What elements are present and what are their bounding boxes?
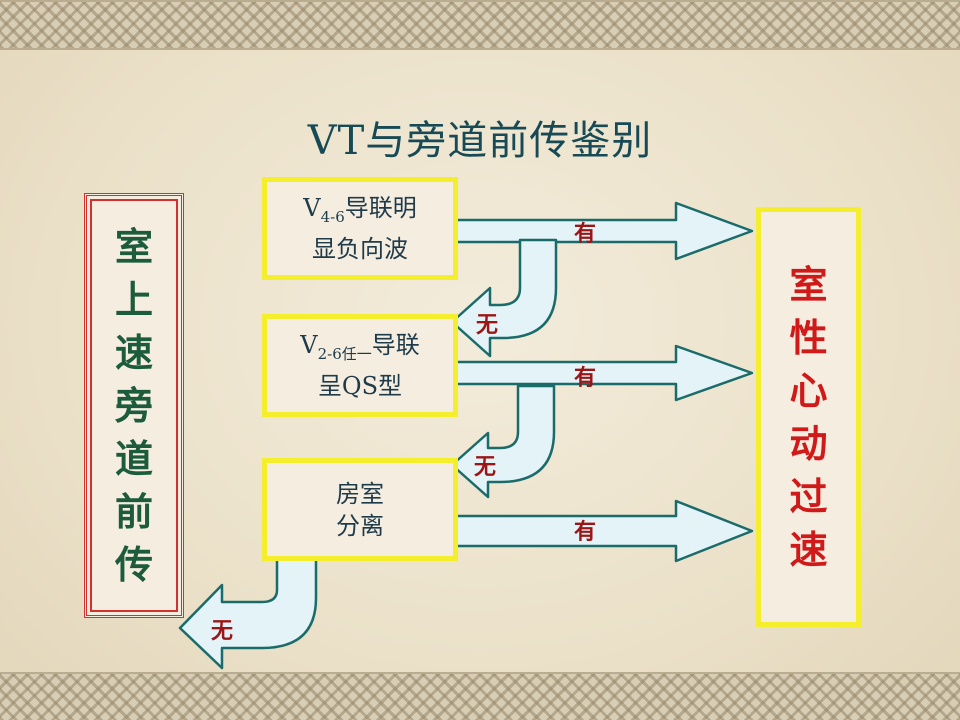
criterion-1-line1: V4-6导联明 (303, 194, 417, 226)
criterion-box-2: V2-6任一导联 呈QS型 (262, 314, 458, 417)
no-arrow-3 (178, 554, 318, 670)
criterion-3-line2: 分离 (336, 511, 384, 540)
right-box-text: 室 性 心 动 过 速 (789, 258, 827, 576)
decorative-border-bottom (0, 672, 960, 720)
left-char: 传 (114, 542, 153, 587)
no-label-3: 无 (211, 618, 233, 644)
no-arrow-1 (450, 238, 558, 358)
left-char: 上 (114, 277, 153, 322)
yes-label-1: 有 (574, 221, 596, 247)
no-arrow-2 (450, 384, 556, 499)
left-char: 室 (114, 224, 153, 269)
right-char: 速 (789, 527, 828, 572)
no-label-2: 无 (474, 454, 496, 480)
left-char: 旁 (114, 383, 153, 428)
right-char: 过 (789, 474, 828, 519)
criterion-2-line1: V2-6任一导联 (300, 331, 420, 363)
yes-arrow-1 (438, 201, 754, 261)
criterion-3-line1: 房室 (336, 479, 384, 508)
yes-label-2: 有 (574, 365, 596, 391)
yes-arrow-2 (438, 344, 754, 402)
left-char: 道 (114, 436, 153, 481)
yes-arrow-3 (438, 499, 754, 563)
right-char: 室 (789, 262, 828, 307)
left-char: 速 (114, 330, 153, 375)
criterion-2-line2: 呈QS型 (317, 371, 403, 400)
yes-label-3: 有 (574, 519, 596, 545)
left-char: 前 (114, 489, 153, 534)
no-label-1: 无 (476, 312, 498, 338)
slide-title: VT与旁道前传鉴别 (307, 118, 653, 164)
left-box-text: 室 上 速 旁 道 前 传 (115, 220, 153, 591)
right-char: 动 (789, 421, 828, 466)
right-char: 性 (789, 315, 828, 360)
right-char: 心 (789, 368, 828, 413)
ventricular-tachycardia-box: 室 性 心 动 过 速 (756, 207, 861, 627)
svt-accessory-pathway-box: 室 上 速 旁 道 前 传 (84, 193, 184, 618)
decorative-border-top (0, 0, 960, 50)
criterion-box-3: 房室 分离 (262, 458, 458, 561)
criterion-box-1: V4-6导联明 显负向波 (262, 177, 458, 280)
criterion-1-line2: 显负向波 (312, 234, 408, 263)
